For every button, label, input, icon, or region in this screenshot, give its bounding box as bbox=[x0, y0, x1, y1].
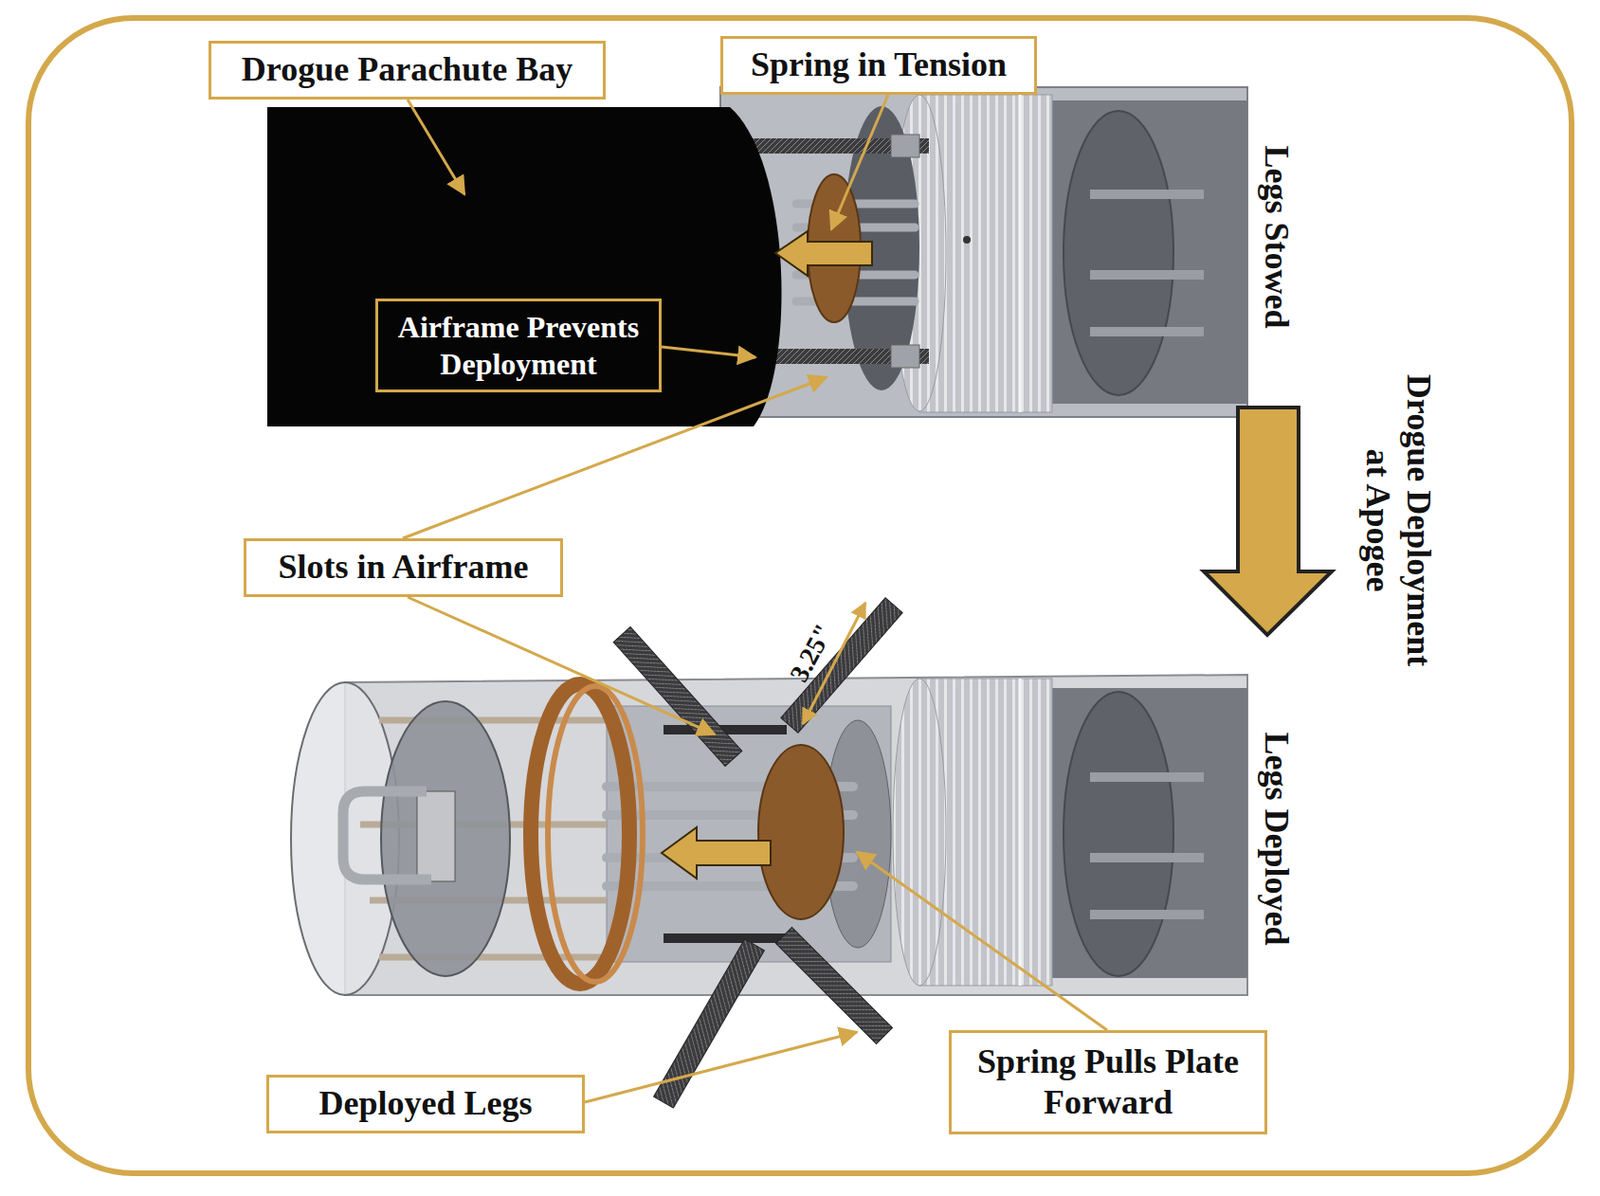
label-text: Airframe Prevents Deployment bbox=[383, 309, 654, 382]
stowed-assembly bbox=[267, 87, 1248, 427]
airframe-tube bbox=[720, 87, 1248, 418]
frame-border bbox=[28, 18, 1572, 1174]
leader-line bbox=[407, 99, 465, 195]
screw-hole bbox=[963, 236, 971, 244]
label-text: Drogue Parachute Bay bbox=[241, 49, 573, 91]
dimension-text: 3.25" bbox=[782, 618, 840, 689]
white-band bbox=[1018, 678, 1022, 986]
transition-arrow bbox=[1203, 407, 1332, 636]
rod bbox=[1090, 853, 1204, 863]
leader-line bbox=[831, 94, 889, 230]
wood-ring bbox=[547, 686, 643, 982]
label-text: Slots in Airframe bbox=[278, 546, 529, 588]
label-box: Spring in Tension bbox=[720, 36, 1037, 95]
leader-line bbox=[584, 1032, 857, 1103]
leader-line bbox=[402, 377, 827, 539]
coupler-section bbox=[606, 706, 891, 963]
deployed-leg bbox=[775, 927, 892, 1044]
leg-body bbox=[781, 598, 903, 734]
stage-label: Legs Stowed bbox=[1254, 145, 1296, 328]
rod bbox=[1090, 909, 1204, 920]
leg-body bbox=[654, 939, 765, 1109]
rear-section bbox=[1052, 688, 1248, 979]
rod bbox=[1090, 270, 1204, 280]
direction-arrow bbox=[661, 827, 771, 879]
label-box: Spring Pulls Plate Forward bbox=[948, 1030, 1268, 1135]
white-band bbox=[1018, 94, 1022, 413]
stage-label: Legs Deployed bbox=[1254, 732, 1296, 946]
drogue-bay-tube bbox=[267, 107, 782, 427]
label-box: Airframe Prevents Deployment bbox=[375, 298, 662, 393]
leader-line bbox=[407, 597, 715, 735]
brown-plate bbox=[758, 745, 844, 920]
front-bulkhead bbox=[381, 701, 510, 977]
label-box: Slots in Airframe bbox=[243, 538, 564, 598]
label-box: Deployed Legs bbox=[266, 1074, 585, 1134]
leader-lines bbox=[402, 94, 1108, 1103]
leg-body bbox=[775, 927, 892, 1044]
deployed-leg bbox=[781, 598, 903, 734]
rod bbox=[1090, 772, 1204, 782]
leader-line bbox=[856, 852, 1108, 1031]
label-box: Drogue Parachute Bay bbox=[208, 40, 606, 100]
leader-line bbox=[661, 346, 756, 358]
rod bbox=[1090, 327, 1204, 337]
rear-bulkhead bbox=[1063, 691, 1174, 977]
deployed-leg bbox=[654, 939, 765, 1109]
u-bolt bbox=[343, 791, 432, 880]
rear-bulkhead bbox=[1063, 110, 1174, 396]
label-text: Spring in Tension bbox=[750, 44, 1007, 86]
cylinder-face bbox=[892, 678, 946, 986]
stage-label: Drogue Deployment at Apogee bbox=[1357, 363, 1439, 677]
label-text: Spring Pulls Plate Forward bbox=[957, 1041, 1259, 1124]
rod bbox=[1090, 189, 1204, 200]
direction-arrow bbox=[775, 231, 873, 276]
rear-section bbox=[1052, 100, 1248, 404]
leg-bracket bbox=[890, 345, 920, 368]
label-text: Deployed Legs bbox=[319, 1083, 533, 1125]
airframe-slot bbox=[663, 933, 787, 944]
leg-bracket bbox=[890, 134, 920, 158]
eye-bolt-plate bbox=[417, 791, 455, 882]
